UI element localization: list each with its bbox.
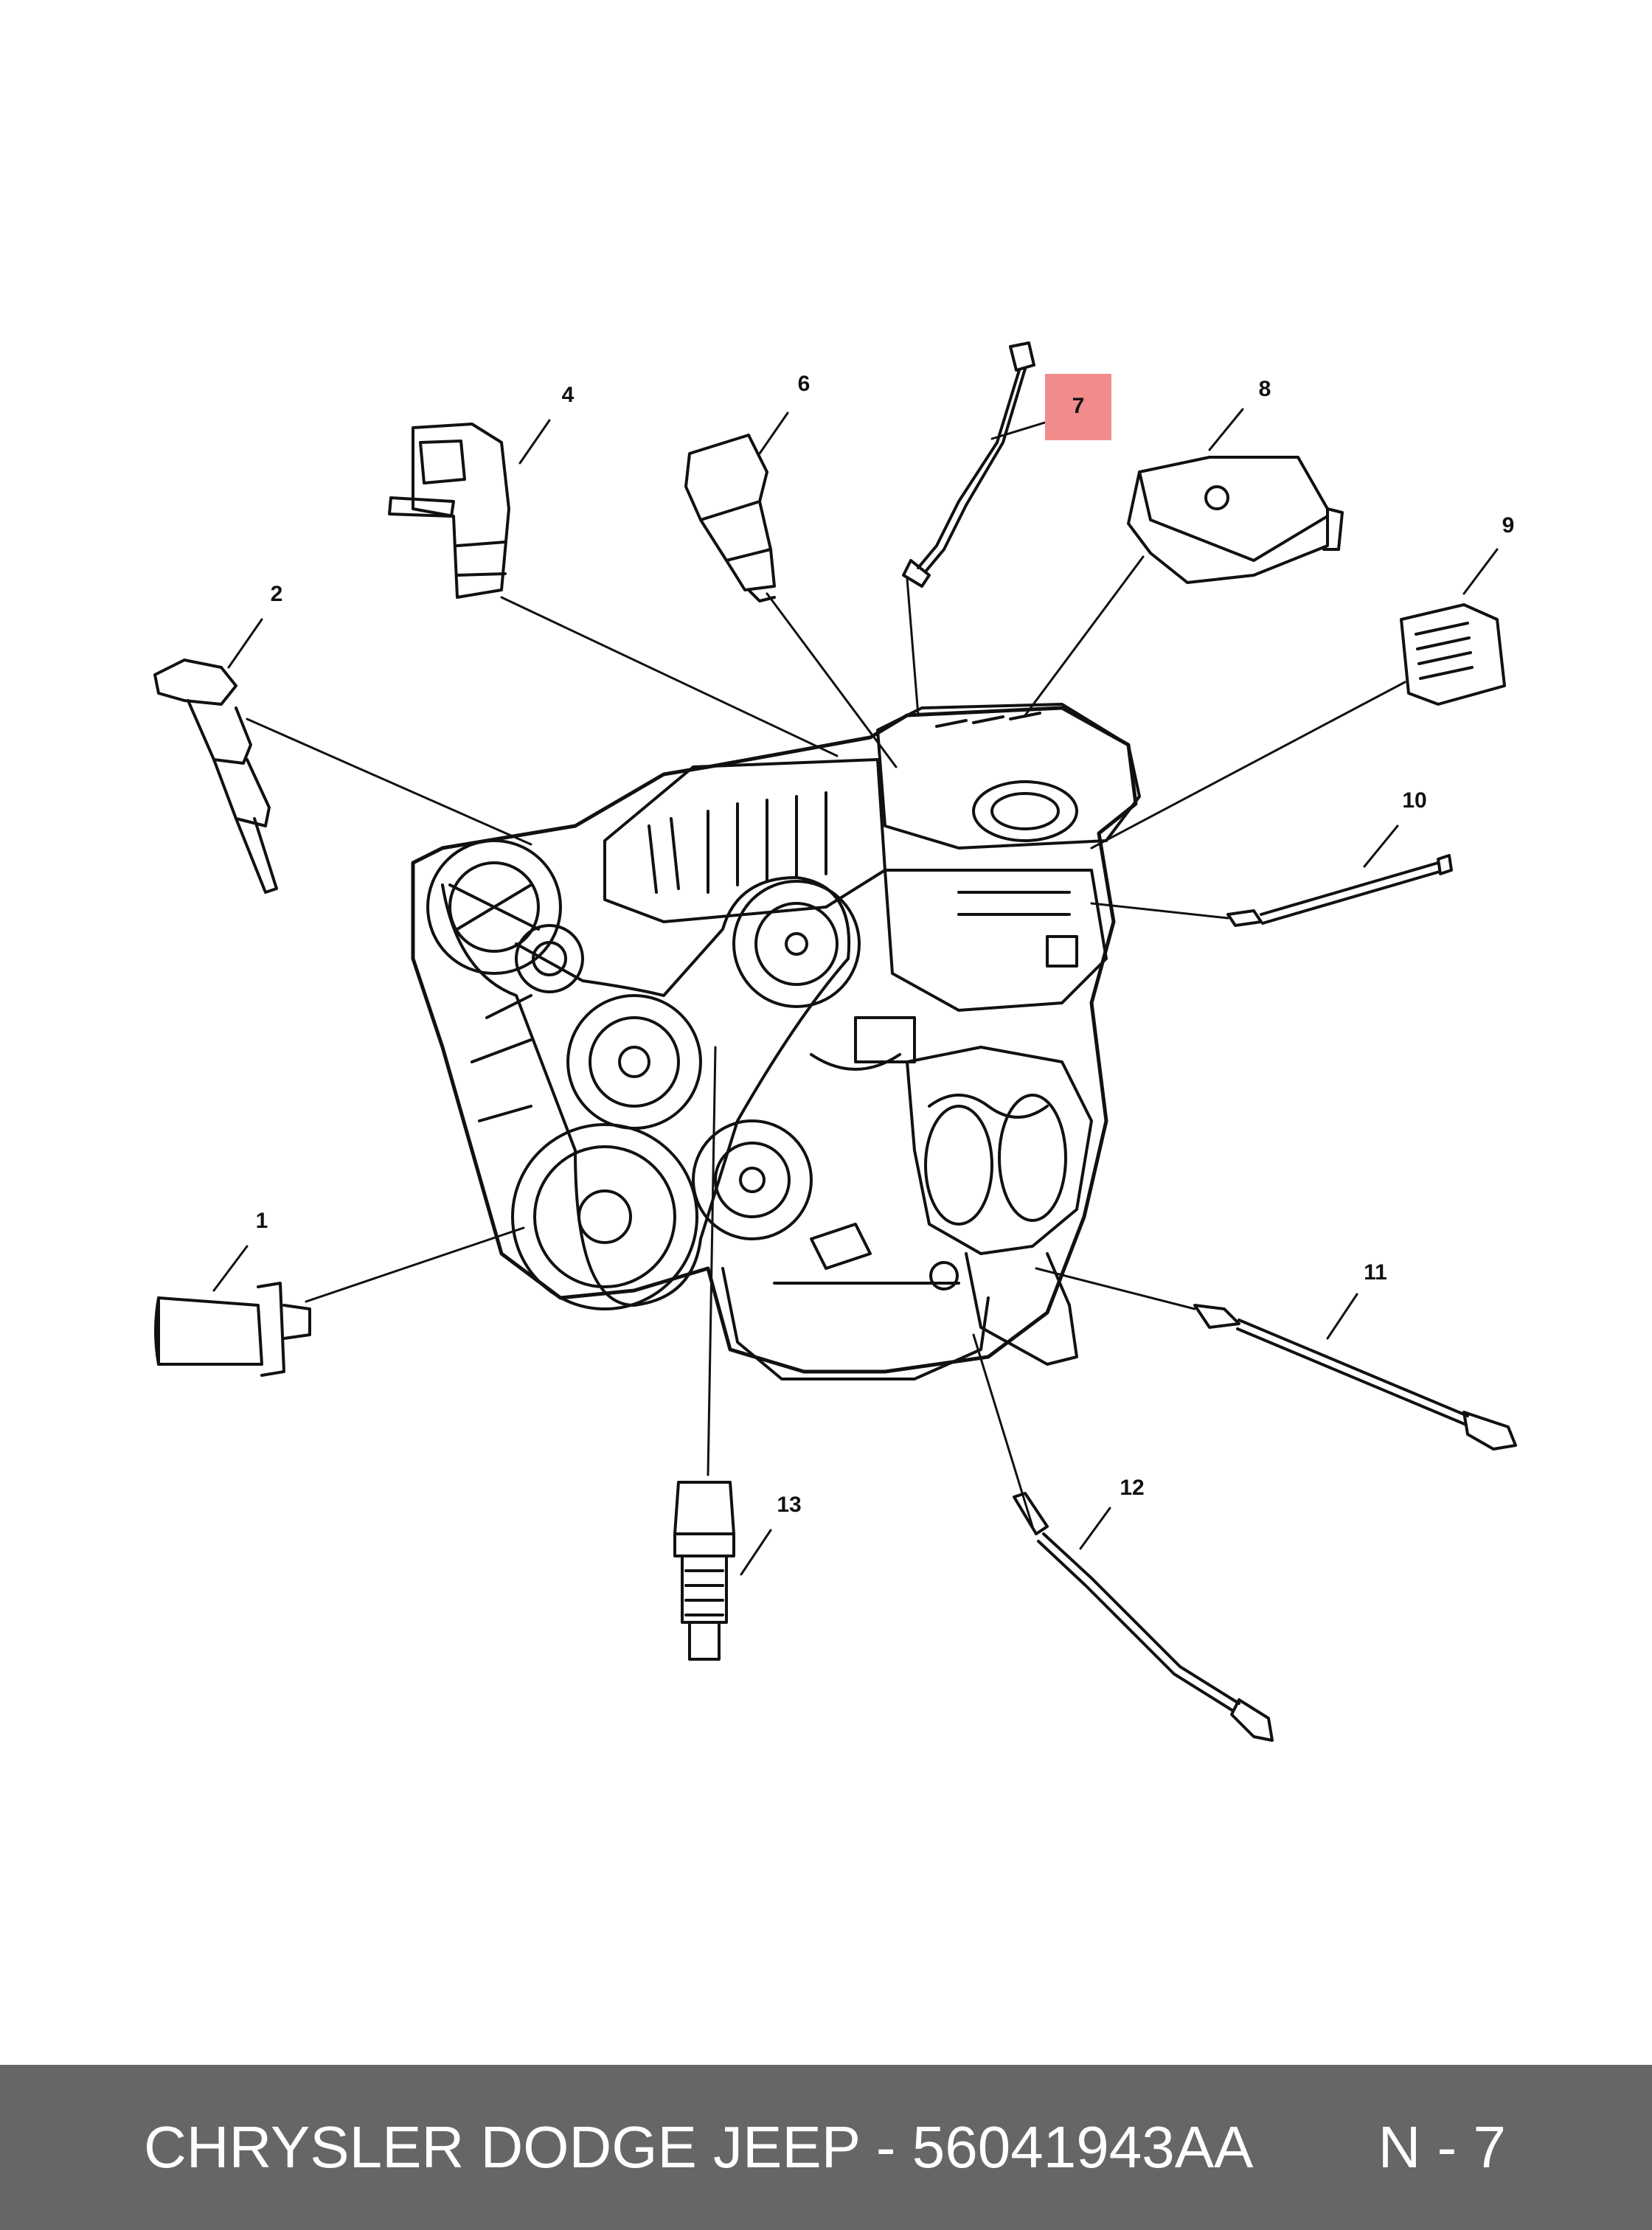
callout-8[interactable]: 8 (1259, 377, 1271, 401)
part-6-temp-sensor (684, 434, 776, 602)
callout-10[interactable]: 10 (1402, 788, 1426, 813)
part-4-camshaft-sensor (388, 423, 510, 599)
leader-lines (246, 555, 1406, 1528)
callout-2[interactable]: 2 (271, 582, 283, 606)
callout-labels: 1 2 4 6 7 8 9 10 11 12 13 (256, 372, 1515, 1517)
callout-4[interactable]: 4 (562, 383, 575, 407)
part-2-sensor (153, 659, 278, 894)
callout-7-highlight (1045, 374, 1111, 440)
page-reference: N - 7 (1378, 2114, 1506, 2180)
engine-assembly (411, 703, 1141, 1380)
callout-11[interactable]: 11 (1364, 1260, 1387, 1285)
footer-bar: CHRYSLER DODGE JEEP - 56041943AA N - 7 (0, 2065, 1652, 2230)
part-number-title: CHRYSLER DODGE JEEP - 56041943AA (144, 2114, 1254, 2180)
callout-13[interactable]: 13 (777, 1493, 801, 1517)
callout-ticks (212, 408, 1499, 1576)
part-1-crankshaft-sensor (154, 1282, 311, 1377)
callout-12[interactable]: 12 (1120, 1476, 1144, 1500)
part-8-control-module (1127, 456, 1344, 584)
part-13-pressure-switch (673, 1481, 735, 1661)
callout-6[interactable]: 6 (798, 372, 811, 396)
part-11-sensor-wire (1193, 1304, 1517, 1451)
part-7-oxygen-sensor (902, 341, 1035, 588)
part-12-sensor-wire (1013, 1492, 1274, 1742)
part-10-sensor-wire (1226, 854, 1453, 927)
part-9-connector (1400, 603, 1506, 706)
engine-sensor-diagram: 1 2 4 6 7 8 9 10 11 12 13 (153, 341, 1517, 1742)
callout-9[interactable]: 9 (1502, 513, 1515, 538)
callout-1[interactable]: 1 (256, 1209, 268, 1233)
callout-7[interactable]: 7 (1072, 394, 1085, 418)
